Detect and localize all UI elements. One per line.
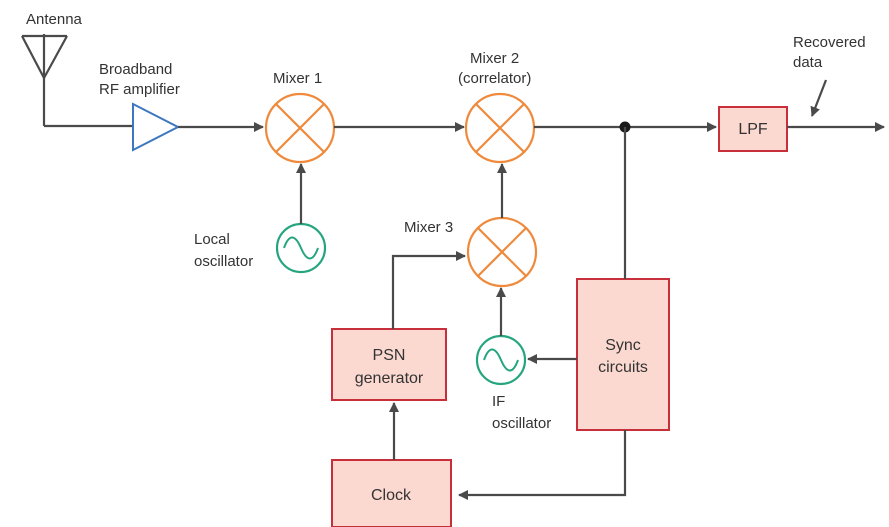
recovered-data-pointer	[810, 79, 828, 117]
sync-label-line1: Sync	[605, 337, 641, 354]
antenna-label: Antenna	[26, 11, 83, 28]
sync-clock-wire	[458, 430, 627, 500]
if-osc-label-line1: IF	[492, 393, 505, 410]
amplifier-label-line1: Broadband	[99, 61, 172, 78]
psn-mixer3-wire	[391, 251, 466, 329]
sync-circuits-block	[576, 278, 670, 431]
mixer2-label-line1: Mixer 2	[470, 50, 519, 67]
mixer2-icon	[464, 92, 536, 164]
clock-block	[331, 459, 452, 527]
clock-label: Clock	[371, 487, 412, 504]
psn-generator-block	[331, 328, 447, 401]
mixer3-icon	[466, 216, 538, 288]
lpf-block	[718, 106, 788, 152]
antenna-icon	[21, 34, 68, 126]
mixer1-label: Mixer 1	[273, 70, 322, 87]
mixer3-label: Mixer 3	[404, 219, 453, 236]
mixer1-icon	[264, 92, 336, 164]
if-osc-label-line2: oscillator	[492, 415, 551, 432]
lpf-label: LPF	[738, 121, 768, 138]
local-osc-label-line1: Local	[194, 231, 230, 248]
recovered-data-label-line1: Recovered	[793, 34, 866, 51]
amplifier-label-line2: RF amplifier	[99, 81, 180, 98]
local-osc-label-line2: oscillator	[194, 253, 253, 270]
sync-label-line2: circuits	[598, 359, 648, 376]
recovered-data-label-line2: data	[793, 54, 823, 71]
rf-amplifier-icon	[132, 102, 181, 152]
psn-label-line1: PSN	[373, 347, 406, 364]
mixer2-label-line2: (correlator)	[458, 70, 531, 87]
psn-label-line2: generator	[355, 370, 424, 387]
if-oscillator-icon	[475, 334, 527, 386]
local-oscillator-icon	[275, 222, 327, 274]
